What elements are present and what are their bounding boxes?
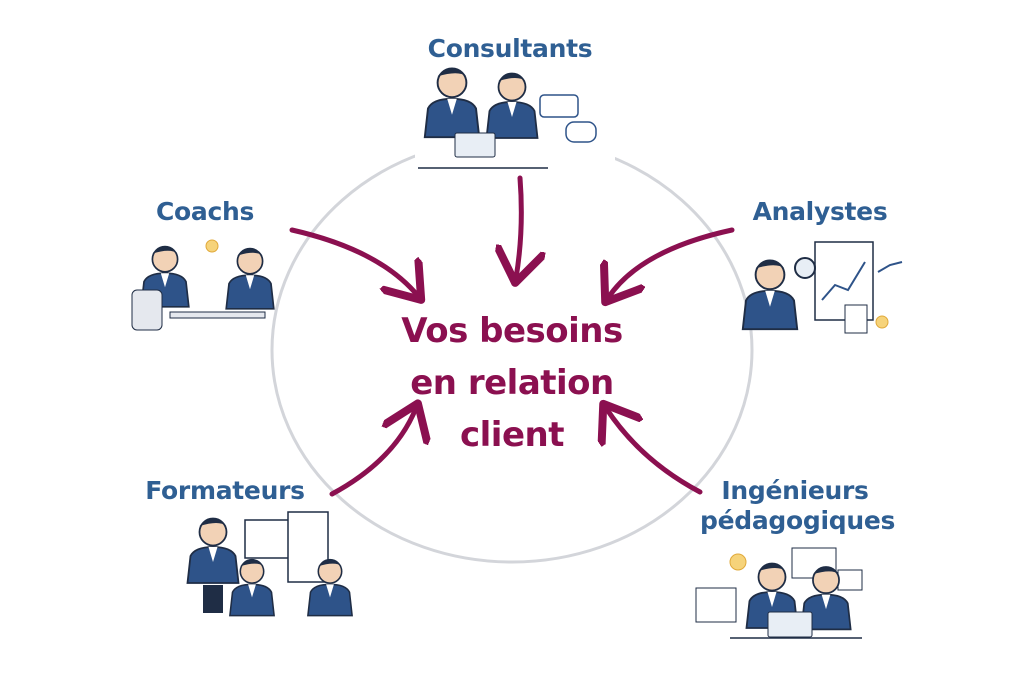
role-ingenieurs-line1: Ingénieurs (721, 476, 869, 505)
arrow-coachs (289, 227, 418, 296)
arrow-consultants (516, 175, 521, 278)
formateurs-illustration (186, 511, 353, 617)
role-ingenieurs-line2: pédagogiques (700, 506, 896, 535)
role-coachs: Coachs (155, 197, 255, 226)
center-title-line1: Vos besoins (401, 311, 623, 351)
ingenieurs-illustration (695, 547, 863, 639)
center-title-line2: en relation client (410, 363, 614, 455)
role-ingenieurs: Ingénieurs pédagogiques (700, 476, 896, 536)
arrow-ingenieurs (606, 408, 703, 495)
consultants-illustration (415, 67, 615, 170)
role-analystes: Analystes (752, 197, 888, 226)
arrow-analystes (608, 227, 735, 298)
analystes-illustration (741, 241, 903, 334)
role-formateurs: Formateurs (145, 476, 305, 505)
role-consultants: Consultants (427, 34, 593, 63)
center-title: Vos besoins en relation client (362, 305, 662, 461)
coachs-illustration (131, 239, 275, 331)
arrow-formateurs (329, 408, 416, 497)
